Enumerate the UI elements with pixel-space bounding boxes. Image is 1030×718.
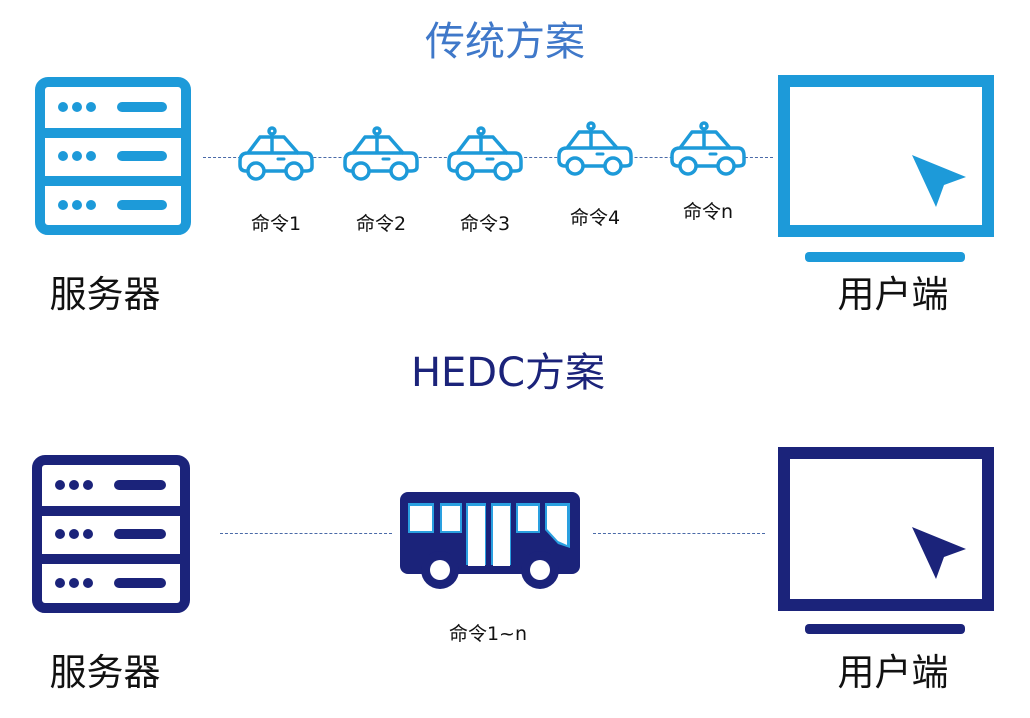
car-icon <box>447 126 523 181</box>
command-label: 命令n <box>682 201 734 223</box>
car-icon <box>343 126 419 181</box>
server-icon <box>35 77 191 235</box>
car-icon <box>670 121 746 176</box>
connector-line <box>220 533 392 534</box>
connector-line <box>593 533 765 534</box>
monitor-icon <box>778 75 994 262</box>
car-icon <box>238 126 314 181</box>
hedc-title: HEDC方案 <box>410 350 606 396</box>
car-icon <box>557 121 633 176</box>
traditional-title: 传统方案 <box>425 19 585 65</box>
command-label: 命令1 <box>250 213 302 235</box>
command-label: 命令3 <box>459 213 511 235</box>
server-icon <box>32 455 190 613</box>
server-label: 服务器 <box>49 651 161 694</box>
server-label: 服务器 <box>49 273 161 316</box>
command-label: 命令2 <box>355 213 407 235</box>
monitor-icon <box>778 447 994 634</box>
client-label: 用户端 <box>837 651 949 694</box>
bus-icon <box>400 492 580 589</box>
command-label: 命令1~n <box>448 623 528 645</box>
client-label: 用户端 <box>837 273 949 316</box>
command-label: 命令4 <box>569 207 621 229</box>
